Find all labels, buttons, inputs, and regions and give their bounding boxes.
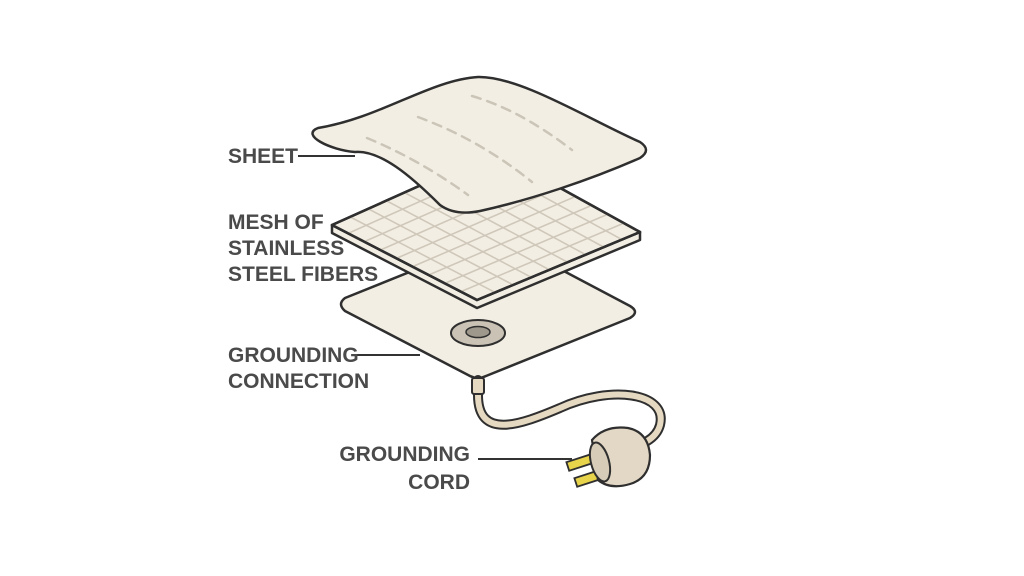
mesh-label-line2: STAINLESS [228,237,344,260]
grounding-cord-label-line1: GROUNDING [339,443,470,466]
mesh-fiber-line [349,216,496,294]
sheet-label: SHEET [228,145,298,168]
grounding-connection-label-line2: CONNECTION [228,370,369,393]
grounding-cord-label-line2: CORD [408,471,470,494]
mesh-fiber-line [396,186,560,260]
mesh-fiber-line [385,199,532,279]
grounding-cord [471,375,666,453]
sheet-layer [311,75,648,214]
mesh-fiber-line [460,222,625,293]
stainless-steel-mesh [330,150,642,310]
mesh-fiber-line [412,195,576,268]
mesh-fiber-line [367,208,514,286]
mesh-label-line1: MESH OF [228,211,324,234]
mesh-label-line3: STEEL FIBERS [228,263,378,286]
plug [565,426,652,488]
mesh-fiber-line [444,213,609,285]
mesh-fiber-line [428,204,592,276]
grounding-connection-label-line1: GROUNDING [228,344,359,367]
mesh-fiber-line [404,191,550,271]
